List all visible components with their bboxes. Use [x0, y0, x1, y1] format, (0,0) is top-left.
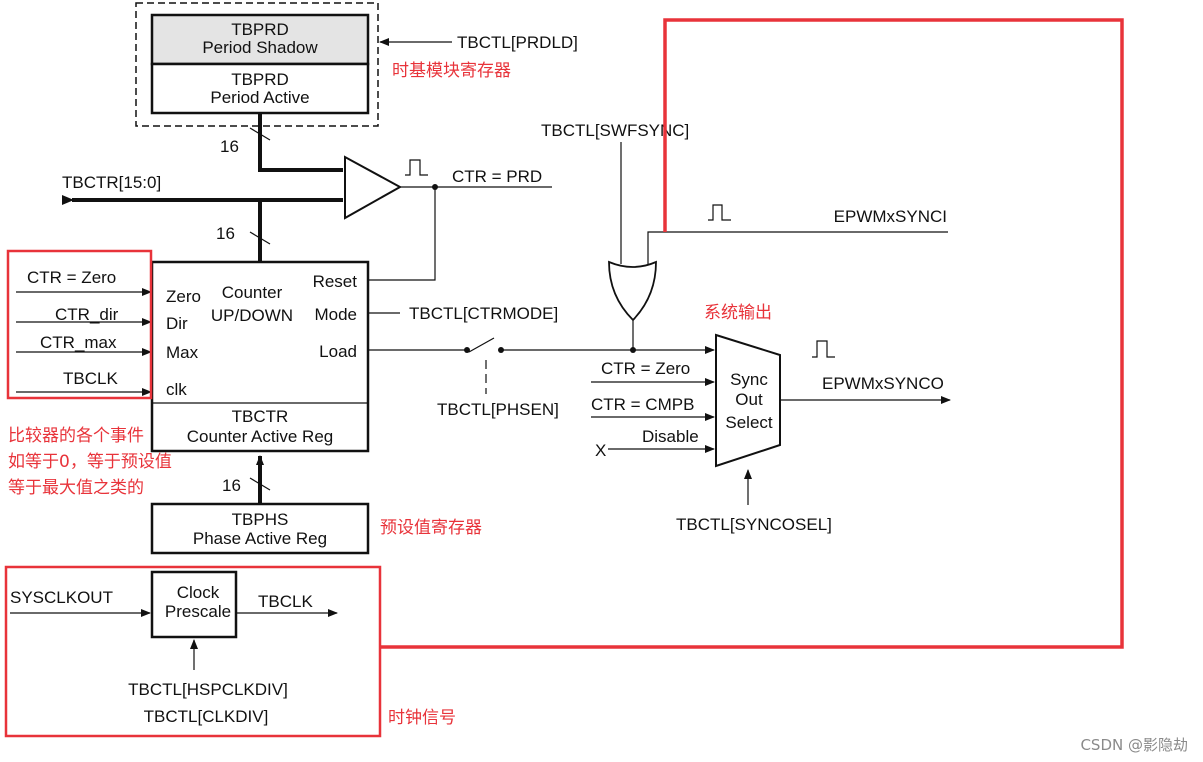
- counter-in-zero: Zero: [166, 287, 201, 306]
- counter-out-reset: Reset: [313, 272, 358, 291]
- sig-tbclk-in: TBCLK: [63, 369, 118, 388]
- sig-ctr-zero: CTR = Zero: [27, 268, 116, 287]
- bus-width-bottom: 16: [222, 476, 241, 495]
- clock-highlight: [4, 565, 382, 738]
- watermark: CSDN @影隐劫: [1080, 736, 1188, 754]
- ctr-prd-label: CTR = PRD: [452, 167, 542, 186]
- counter-in-dir: Dir: [166, 314, 188, 333]
- sig-ctr-dir: CTR_dir: [55, 305, 119, 324]
- sig-ctr-max: CTR_max: [40, 333, 117, 352]
- counter-label2: UP/DOWN: [211, 306, 293, 325]
- or-gate: [608, 260, 657, 322]
- prd-active-sub: Period Active: [210, 88, 309, 107]
- counter-out-load: Load: [319, 342, 357, 361]
- mux-label-2: Out: [735, 390, 763, 409]
- switch-node-a: [464, 347, 470, 353]
- prdld-label: TBCTL[PRDLD]: [457, 33, 578, 52]
- mux-label-1: Sync: [730, 370, 768, 389]
- counter-in-max: Max: [166, 343, 199, 362]
- counter-out-mode: Mode: [314, 305, 357, 324]
- prd-bus: [258, 113, 343, 172]
- counter-label1: Counter: [222, 283, 283, 302]
- synco-label: EPWMxSYNCO: [822, 374, 944, 393]
- tbphs-title: TBPHS: [232, 510, 289, 529]
- bus-slash-mid: [249, 231, 271, 245]
- phsen-label: TBCTL[PHSEN]: [437, 400, 559, 419]
- syncosel-label: TBCTL[SYNCOSEL]: [676, 515, 832, 534]
- pulse-icon-synco: [812, 340, 835, 358]
- clock-prescale-block: [150, 570, 238, 639]
- events-note-2: 如等于0，等于预设值: [8, 452, 172, 472]
- phase-note-cn: 预设值寄存器: [380, 518, 482, 538]
- counter-in-clk: clk: [166, 380, 187, 399]
- phase-block: [150, 502, 370, 555]
- tbctr-sub: Counter Active Reg: [187, 427, 333, 446]
- clkdiv-label: TBCTL[CLKDIV]: [144, 707, 269, 726]
- hspclkdiv-label: TBCTL[HSPCLKDIV]: [128, 680, 288, 699]
- synci-label: EPWMxSYNCI: [834, 207, 947, 226]
- counter-block: [150, 260, 370, 453]
- prd-active-box: [150, 62, 370, 115]
- ctrmode-label: TBCTL[CTRMODE]: [409, 304, 558, 323]
- phsen-switch: [468, 337, 495, 353]
- synci-line: [647, 231, 948, 264]
- red-loop-line: [380, 18, 1124, 649]
- clock-block-l2: Prescale: [165, 602, 231, 621]
- swfsync-label: TBCTL[SWFSYNC]: [541, 121, 689, 140]
- prd-note-cn: 时基模块寄存器: [392, 61, 511, 81]
- clock-note-cn: 时钟信号: [388, 708, 456, 728]
- tbctr-title: TBCTR: [232, 407, 289, 426]
- sysclkout-label: SYSCLKOUT: [10, 588, 113, 607]
- mux-in-disable-label: Disable: [642, 427, 699, 446]
- reset-feedback-line: [368, 187, 436, 281]
- events-note-1: 比较器的各个事件: [8, 426, 144, 446]
- mux-in-cmpb-label: CTR = CMPB: [591, 395, 694, 414]
- mux-in-zero-label: CTR = Zero: [601, 359, 690, 378]
- comparator: [344, 155, 403, 220]
- sys-out-note-cn: 系统输出: [704, 303, 772, 323]
- bus-width-mid: 16: [216, 224, 235, 243]
- events-note-3: 等于最大值之类的: [8, 478, 144, 498]
- tbphs-sub: Phase Active Reg: [193, 529, 327, 548]
- bus-slash-bottom: [249, 477, 271, 491]
- clock-block-l1: Clock: [177, 583, 220, 602]
- sync-out-select-mux: [715, 333, 781, 468]
- mux-in-x-label: X: [595, 441, 606, 460]
- pulse-icon-synci: [708, 204, 731, 221]
- mux-label-3: Select: [725, 413, 773, 432]
- prd-active-title: TBPRD: [231, 70, 289, 89]
- pulse-icon-prd: [405, 159, 428, 176]
- tbclk-out-label: TBCLK: [258, 592, 313, 611]
- bus-slash-top: [249, 127, 271, 141]
- prd-dashed-frame: [135, 2, 379, 127]
- or-junction: [630, 347, 636, 353]
- counter-inputs-highlight: [6, 249, 153, 400]
- tbctr-bus-label: TBCTR[15:0]: [62, 173, 161, 192]
- prd-shadow-title: TBPRD: [231, 20, 289, 39]
- prd-shadow-sub: Period Shadow: [202, 38, 318, 57]
- bus-width-top: 16: [220, 137, 239, 156]
